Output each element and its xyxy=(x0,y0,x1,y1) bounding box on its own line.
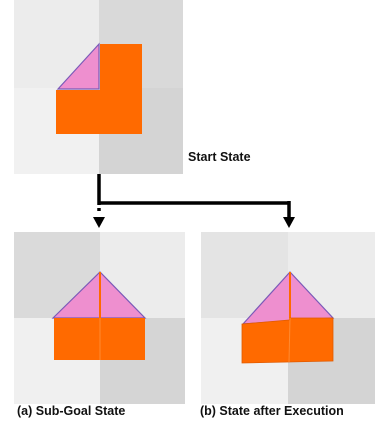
start-state-image xyxy=(14,0,183,174)
orange-base-block xyxy=(241,317,334,364)
state-after-execution-label: (b) State after Execution xyxy=(200,404,344,418)
pink-roof-block xyxy=(56,42,100,90)
state-after-execution-image xyxy=(201,232,375,404)
start-state-label: Start State xyxy=(188,150,251,164)
orange-l-block xyxy=(56,44,142,134)
sub-goal-state-image xyxy=(14,232,185,404)
sub-goal-state-label: (a) Sub-Goal State xyxy=(17,404,126,418)
